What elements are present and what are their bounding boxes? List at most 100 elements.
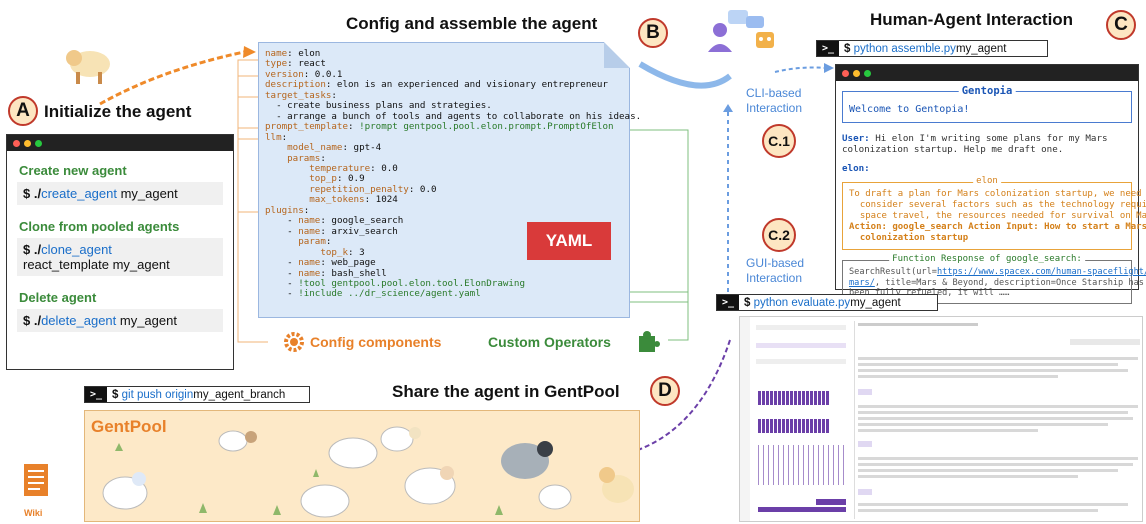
- yaml-line: temperature: 0.0: [309, 162, 398, 174]
- elon-action-text: Action: google_search Action Input: How …: [849, 222, 1146, 243]
- badge-c: C: [1106, 10, 1136, 40]
- elon-response-box: elon To draft a plan for Mars colonizati…: [842, 176, 1146, 250]
- delete-agent-title: Delete agent: [19, 290, 97, 305]
- human-agent-icon: [706, 8, 780, 58]
- yaml-line: prompt_template: !prompt gentpool.pool.e…: [265, 121, 614, 133]
- arrow-a-to-b: [99, 50, 245, 106]
- gentpool-area: GentPool: [84, 410, 640, 522]
- wiki-label: Wiki: [24, 508, 43, 518]
- gear-icon: [284, 332, 304, 352]
- function-response-label: Function Response of google_search:: [889, 254, 1085, 264]
- function-response-text: SearchResult(url=https://www.spacex.com/…: [849, 267, 1146, 299]
- maximize-dot-icon[interactable]: [35, 139, 42, 147]
- cli-titlebar: [836, 65, 1138, 81]
- clone-agent-link[interactable]: clone_agent: [41, 242, 112, 257]
- minimize-dot-icon[interactable]: [853, 69, 860, 77]
- evaluate-command[interactable]: >_$ python evaluate.py my_agent: [716, 294, 938, 311]
- gui-bar-row-1: [758, 391, 829, 407]
- gui-screenshot: [739, 316, 1143, 522]
- close-dot-icon[interactable]: [13, 139, 20, 147]
- elon-box-label: elon: [973, 176, 1001, 186]
- cli-chat-window: Gentopia Welcome to Gentopia! User: Hi e…: [835, 64, 1146, 304]
- yaml-line: llm:: [265, 131, 288, 143]
- yaml-line: top_k: 3: [320, 246, 365, 258]
- yaml-line: repetition_penalty: 0.0: [309, 183, 437, 195]
- badge-b: B: [638, 18, 668, 48]
- git-push-command[interactable]: >_$ git push origin my_agent_branch: [84, 386, 310, 403]
- close-dot-icon[interactable]: [842, 69, 849, 77]
- clone-agent-title: Clone from pooled agents: [19, 219, 180, 234]
- yaml-line: - name: arxiv_search: [265, 225, 398, 237]
- spacex-link[interactable]: https://www.spacex.com/human-spaceflight…: [936, 267, 1146, 277]
- badge-c1: C.1: [762, 124, 796, 158]
- welcome-box: Gentopia Welcome to Gentopia!: [842, 85, 1132, 123]
- maximize-dot-icon[interactable]: [864, 69, 871, 77]
- arrow-a-to-b-head: [243, 46, 256, 58]
- minimize-dot-icon[interactable]: [24, 139, 31, 147]
- elon-response-text: To draft a plan for Mars colonization st…: [849, 189, 1146, 243]
- assemble-link[interactable]: python assemble.py: [853, 42, 956, 55]
- create-agent-link[interactable]: create_agent: [41, 186, 117, 201]
- yaml-line: - name: bash_shell: [265, 267, 387, 279]
- arrow-to-gentpool: [631, 339, 731, 453]
- yaml-line: target_tasks:: [265, 89, 337, 101]
- sheep-icon: [60, 42, 116, 88]
- puzzle-icon: [636, 330, 660, 354]
- badge-c2: C.2: [762, 218, 796, 252]
- elon-label: elon:: [842, 163, 870, 174]
- function-response-box: Function Response of google_search: Sear…: [842, 254, 1146, 304]
- evaluate-link[interactable]: python evaluate.py: [753, 296, 851, 309]
- yaml-line: version: 0.0.1: [265, 68, 343, 80]
- badge-d: D: [650, 376, 680, 406]
- terminal-prompt-icon: >_: [717, 295, 740, 310]
- yaml-line: model_name: gpt-4: [287, 142, 382, 154]
- page-fold: [604, 42, 630, 68]
- config-bracket: [237, 59, 268, 343]
- user-message: User: Hi elon I'm writing some plans for…: [842, 133, 1108, 155]
- gui-interaction-label: GUI-based Interaction: [746, 256, 805, 285]
- yaml-line: - arrange a bunch of tools and agents to…: [265, 110, 642, 122]
- badge-a: A: [8, 96, 38, 126]
- yaml-line: - !tool gentpool.pool.elon.tool.ElonDraw…: [265, 277, 525, 289]
- delete-agent-link[interactable]: delete_agent: [41, 313, 117, 328]
- heading-initialize: Initialize the agent: [44, 102, 192, 121]
- heading-interaction: Human-Agent Interaction: [870, 10, 1074, 29]
- terminal-prompt-icon: >_: [85, 387, 108, 402]
- yaml-badge: YAML: [527, 222, 611, 260]
- gentpool-title: GentPool: [91, 417, 167, 436]
- yaml-line: param:: [298, 236, 332, 248]
- arrow-b-to-c1: [638, 61, 732, 89]
- yaml-line: - name: google_search: [265, 215, 404, 227]
- create-agent-command[interactable]: $ ./create_agent my_agent: [17, 182, 223, 205]
- assemble-command[interactable]: >_$ python assemble.py my_agent: [816, 40, 1048, 57]
- window-titlebar: [7, 135, 233, 151]
- yaml-line: plugins:: [265, 204, 310, 216]
- gui-bar-row-2: [758, 419, 829, 435]
- yaml-line: top_p: 0.9: [309, 173, 365, 185]
- config-components-label: Config components: [310, 334, 442, 350]
- operators-bracket: [630, 129, 689, 341]
- yaml-line: - name: web_page: [265, 257, 376, 269]
- custom-operators-label: Custom Operators: [488, 334, 611, 350]
- yaml-line: - create business plans and strategies.: [265, 100, 492, 112]
- heading-share: Share the agent in GentPool: [392, 382, 620, 401]
- delete-agent-command[interactable]: $ ./delete_agent my_agent: [17, 309, 223, 332]
- create-agent-title: Create new agent: [19, 163, 127, 178]
- yaml-line: max_tokens: 1024: [309, 194, 398, 206]
- welcome-text: Welcome to Gentopia!: [849, 104, 970, 115]
- git-push-link[interactable]: git push origin: [121, 388, 194, 401]
- welcome-label: Gentopia: [958, 85, 1016, 97]
- yaml-line: name: elon: [265, 48, 321, 59]
- heading-config: Config and assemble the agent: [346, 14, 598, 33]
- terminal-prompt-icon: >_: [817, 41, 840, 56]
- arrow-to-cli: [774, 66, 827, 73]
- sheep-flock-icon: [102, 426, 634, 518]
- yaml-line: params:: [287, 152, 326, 164]
- gui-sidebar: [740, 317, 750, 521]
- yaml-line: description: elon is an experienced and …: [265, 79, 608, 91]
- gui-settings-panel: [752, 321, 855, 519]
- initialize-window: Create new agent $ ./create_agent my_age…: [6, 134, 234, 370]
